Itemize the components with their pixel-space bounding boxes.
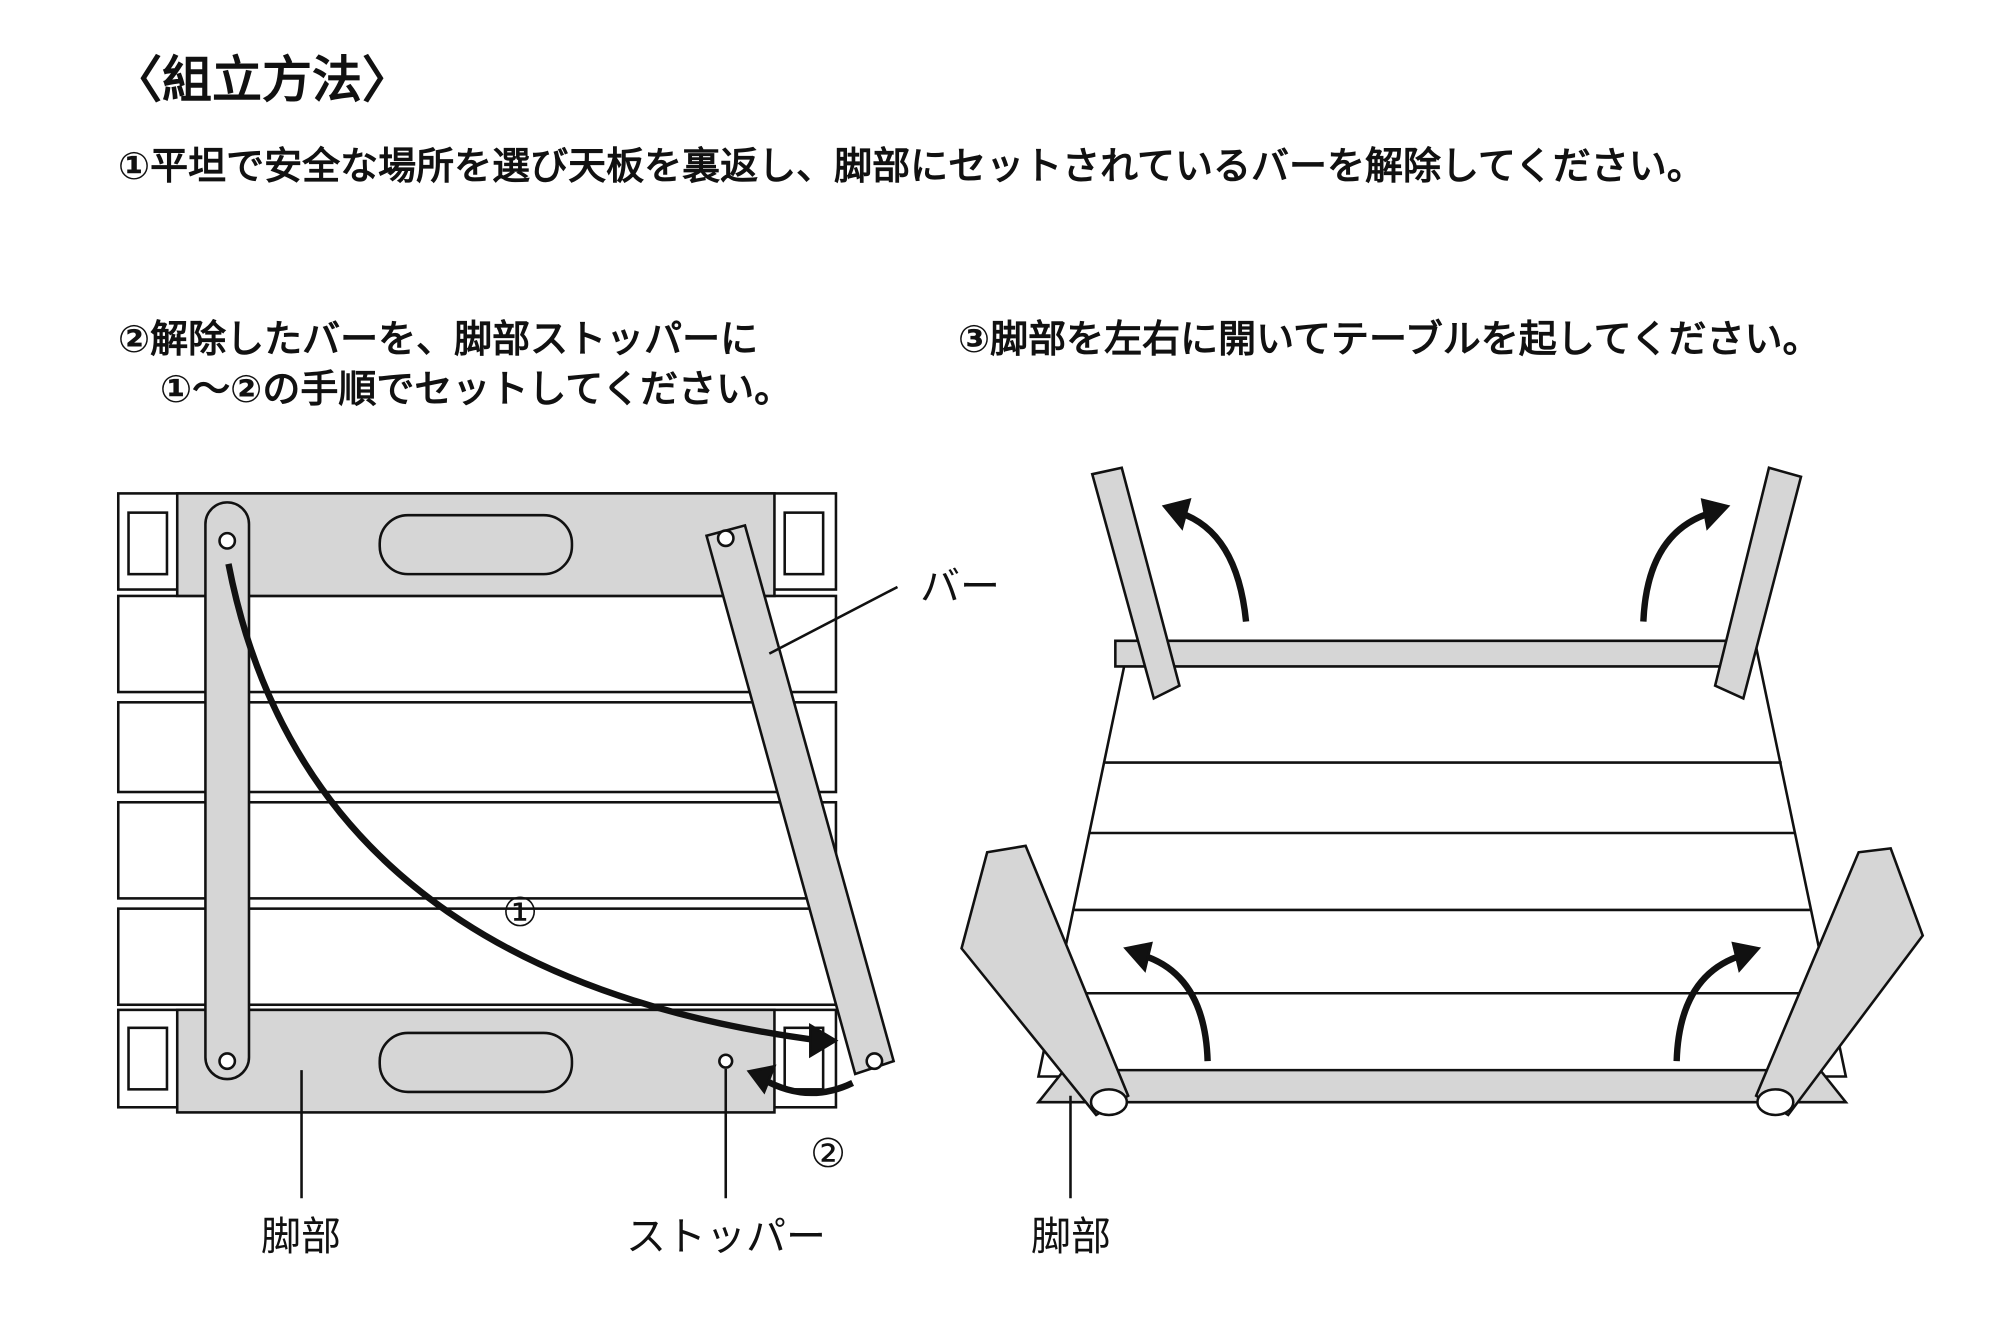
page-title: 〈組立方法〉 [112, 51, 412, 109]
top-view-diagram [116, 492, 899, 1199]
step-marker-1: ① [502, 890, 538, 936]
bar-label: バー [920, 564, 1000, 610]
step-2-text-line2: ①～②の手順でセットしてください。 [160, 367, 793, 411]
step-1-text: ①平坦で安全な場所を選び天板を裏返し、脚部にセットされているバーを解除してくださ… [118, 144, 1705, 188]
leg-label-right: 脚部 [1031, 1214, 1111, 1260]
step-3-text: ③脚部を左右に開いてテーブルを起してください。 [958, 317, 1821, 361]
perspective-diagram [960, 466, 1925, 1199]
leg-label-left: 脚部 [261, 1214, 341, 1260]
stopper-label: ストッパー [626, 1214, 826, 1260]
step-marker-2: ② [810, 1131, 846, 1177]
step-2-text-line1: ②解除したバーを、脚部ストッパーに [118, 317, 759, 361]
